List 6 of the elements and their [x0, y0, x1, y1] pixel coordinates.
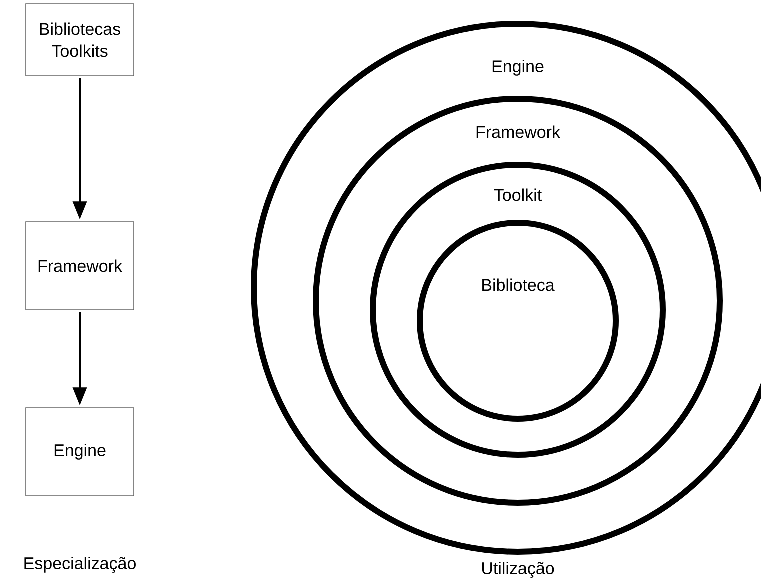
text-box: Engine: [26, 408, 134, 496]
caption: Utilização: [482, 562, 554, 578]
ring: Biblioteca: [417, 220, 619, 422]
caption: Especialização: [24, 557, 136, 573]
text-box: Framework: [26, 222, 134, 310]
text-box: Bibliotecas Toolkits: [26, 4, 134, 76]
